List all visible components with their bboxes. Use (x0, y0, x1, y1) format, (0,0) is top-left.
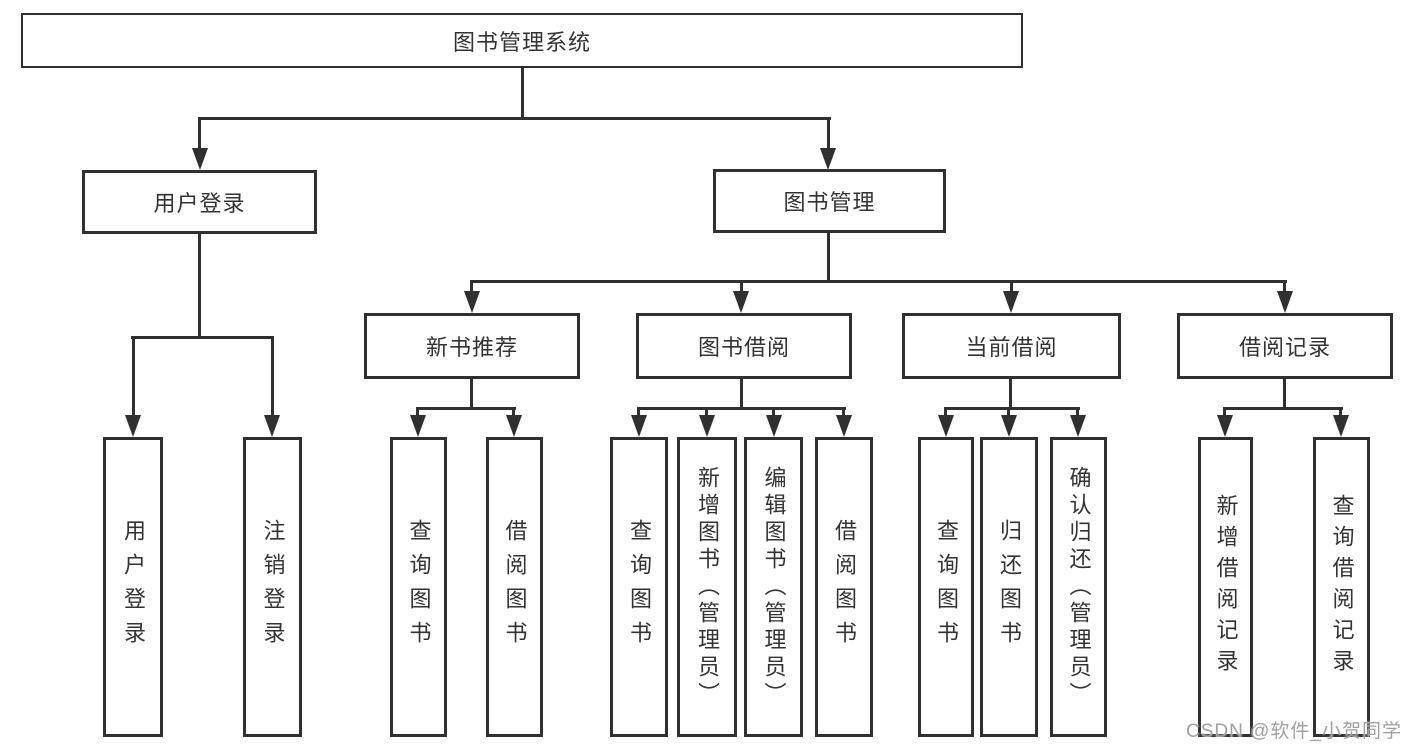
connector-line (416, 407, 516, 410)
arrowhead-down-icon (464, 291, 480, 313)
arrowhead-down-icon (192, 148, 208, 170)
leaf-label: 归还图书 (997, 519, 1022, 655)
arrowhead-down-icon (699, 415, 715, 437)
leaf-query-borrow-record: 查询借阅记录 (1313, 437, 1370, 737)
node-user-login: 用户登录 (82, 170, 317, 234)
connector-line (198, 117, 831, 120)
connector-line (470, 280, 473, 293)
connector-line (944, 407, 1080, 410)
leaf-label: 新增借阅记录 (1213, 494, 1239, 680)
leaf-query-book-1: 查询图书 (390, 437, 447, 737)
connector-line (740, 280, 743, 293)
arrowhead-down-icon (733, 291, 749, 313)
connector-line (1223, 407, 1343, 410)
connector-line (637, 407, 846, 410)
arrowhead-down-icon (125, 415, 141, 437)
node-current-borrow: 当前借阅 (902, 313, 1121, 379)
node-borrow-records: 借阅记录 (1177, 313, 1393, 379)
leaf-add-borrow-record: 新增借阅记录 (1198, 437, 1253, 737)
arrowhead-down-icon (938, 415, 954, 437)
leaf-edit-book-admin: 编辑图书（管理员） (744, 437, 803, 737)
arrowhead-down-icon (1277, 291, 1293, 313)
node-label: 用户登录 (153, 191, 246, 216)
leaf-label: 注销登录 (260, 519, 286, 655)
connector-line (1076, 407, 1079, 417)
leaf-label: 新增图书（管理员） (695, 465, 720, 709)
leaf-label: 查询图书 (406, 519, 432, 655)
node-book-management: 图书管理 (713, 169, 946, 233)
leaf-label: 编辑图书（管理员） (761, 465, 787, 709)
node-label: 图书管理 (783, 190, 876, 215)
leaf-borrow-book-2: 借阅图书 (815, 437, 873, 737)
arrowhead-down-icon (264, 415, 280, 437)
arrowhead-down-icon (410, 415, 426, 437)
leaf-query-book-3: 查询图书 (918, 437, 974, 737)
leaf-query-book-2: 查询图书 (610, 437, 668, 737)
leaf-label: 查询图书 (627, 519, 652, 655)
leaf-label: 借阅图书 (502, 519, 528, 655)
connector-line (637, 407, 640, 417)
connector-line (470, 280, 1287, 283)
leaf-label: 用户登录 (121, 519, 146, 655)
connector-line (131, 336, 274, 339)
connector-line (1009, 378, 1012, 410)
node-new-book-recommend: 新书推荐 (364, 313, 580, 379)
arrowhead-down-icon (1070, 415, 1086, 437)
connector-line (827, 117, 830, 150)
arrowhead-down-icon (766, 415, 782, 437)
connector-line (944, 407, 947, 417)
leaf-logout: 注销登录 (243, 437, 302, 737)
leaf-label: 查询图书 (934, 519, 959, 655)
csdn-watermark: CSDN @软件_小贺同学 (1186, 721, 1402, 742)
node-book-borrow: 图书借阅 (636, 313, 852, 379)
arrowhead-down-icon (836, 415, 852, 437)
connector-line (521, 68, 524, 120)
arrowhead-down-icon (1333, 415, 1349, 437)
arrowhead-down-icon (820, 148, 836, 170)
connector-line (740, 378, 743, 410)
arrowhead-down-icon (506, 415, 522, 437)
connector-line (198, 233, 201, 339)
leaf-return-book: 归还图书 (980, 437, 1038, 737)
node-label: 图书管理系统 (452, 29, 591, 55)
connector-line (470, 378, 473, 410)
node-library-system: 图书管理系统 (21, 13, 1023, 68)
leaf-user-login: 用户登录 (103, 437, 163, 737)
arrowhead-down-icon (631, 415, 647, 437)
node-label: 当前借阅 (965, 335, 1058, 360)
connector-line (132, 336, 135, 417)
arrowhead-down-icon (1001, 415, 1017, 437)
connector-line (1283, 280, 1286, 293)
leaf-confirm-return-admin: 确认归还（管理员） (1050, 437, 1107, 737)
connector-line (1010, 280, 1013, 293)
connector-line (1339, 407, 1342, 417)
arrowhead-down-icon (1217, 415, 1233, 437)
arrowhead-down-icon (1003, 291, 1019, 313)
connector-line (842, 407, 845, 417)
node-label: 借阅记录 (1238, 335, 1331, 360)
leaf-label: 查询借阅记录 (1329, 494, 1355, 680)
node-label: 新书推荐 (425, 335, 518, 360)
connector-line (1223, 407, 1226, 417)
connector-line (271, 336, 274, 417)
connector-line (772, 407, 775, 417)
connector-line (198, 117, 201, 150)
connector-line (705, 407, 708, 417)
leaf-add-book-admin: 新增图书（管理员） (677, 437, 737, 737)
connector-line (512, 407, 515, 417)
leaf-label: 借阅图书 (832, 519, 857, 655)
connector-line (827, 233, 830, 283)
connector-line (1007, 407, 1010, 417)
leaf-label: 确认归还（管理员） (1066, 465, 1092, 709)
node-label: 图书借阅 (697, 335, 790, 360)
connector-line (1283, 378, 1286, 410)
connector-line (416, 407, 419, 417)
leaf-borrow-book-1: 借阅图书 (486, 437, 543, 737)
